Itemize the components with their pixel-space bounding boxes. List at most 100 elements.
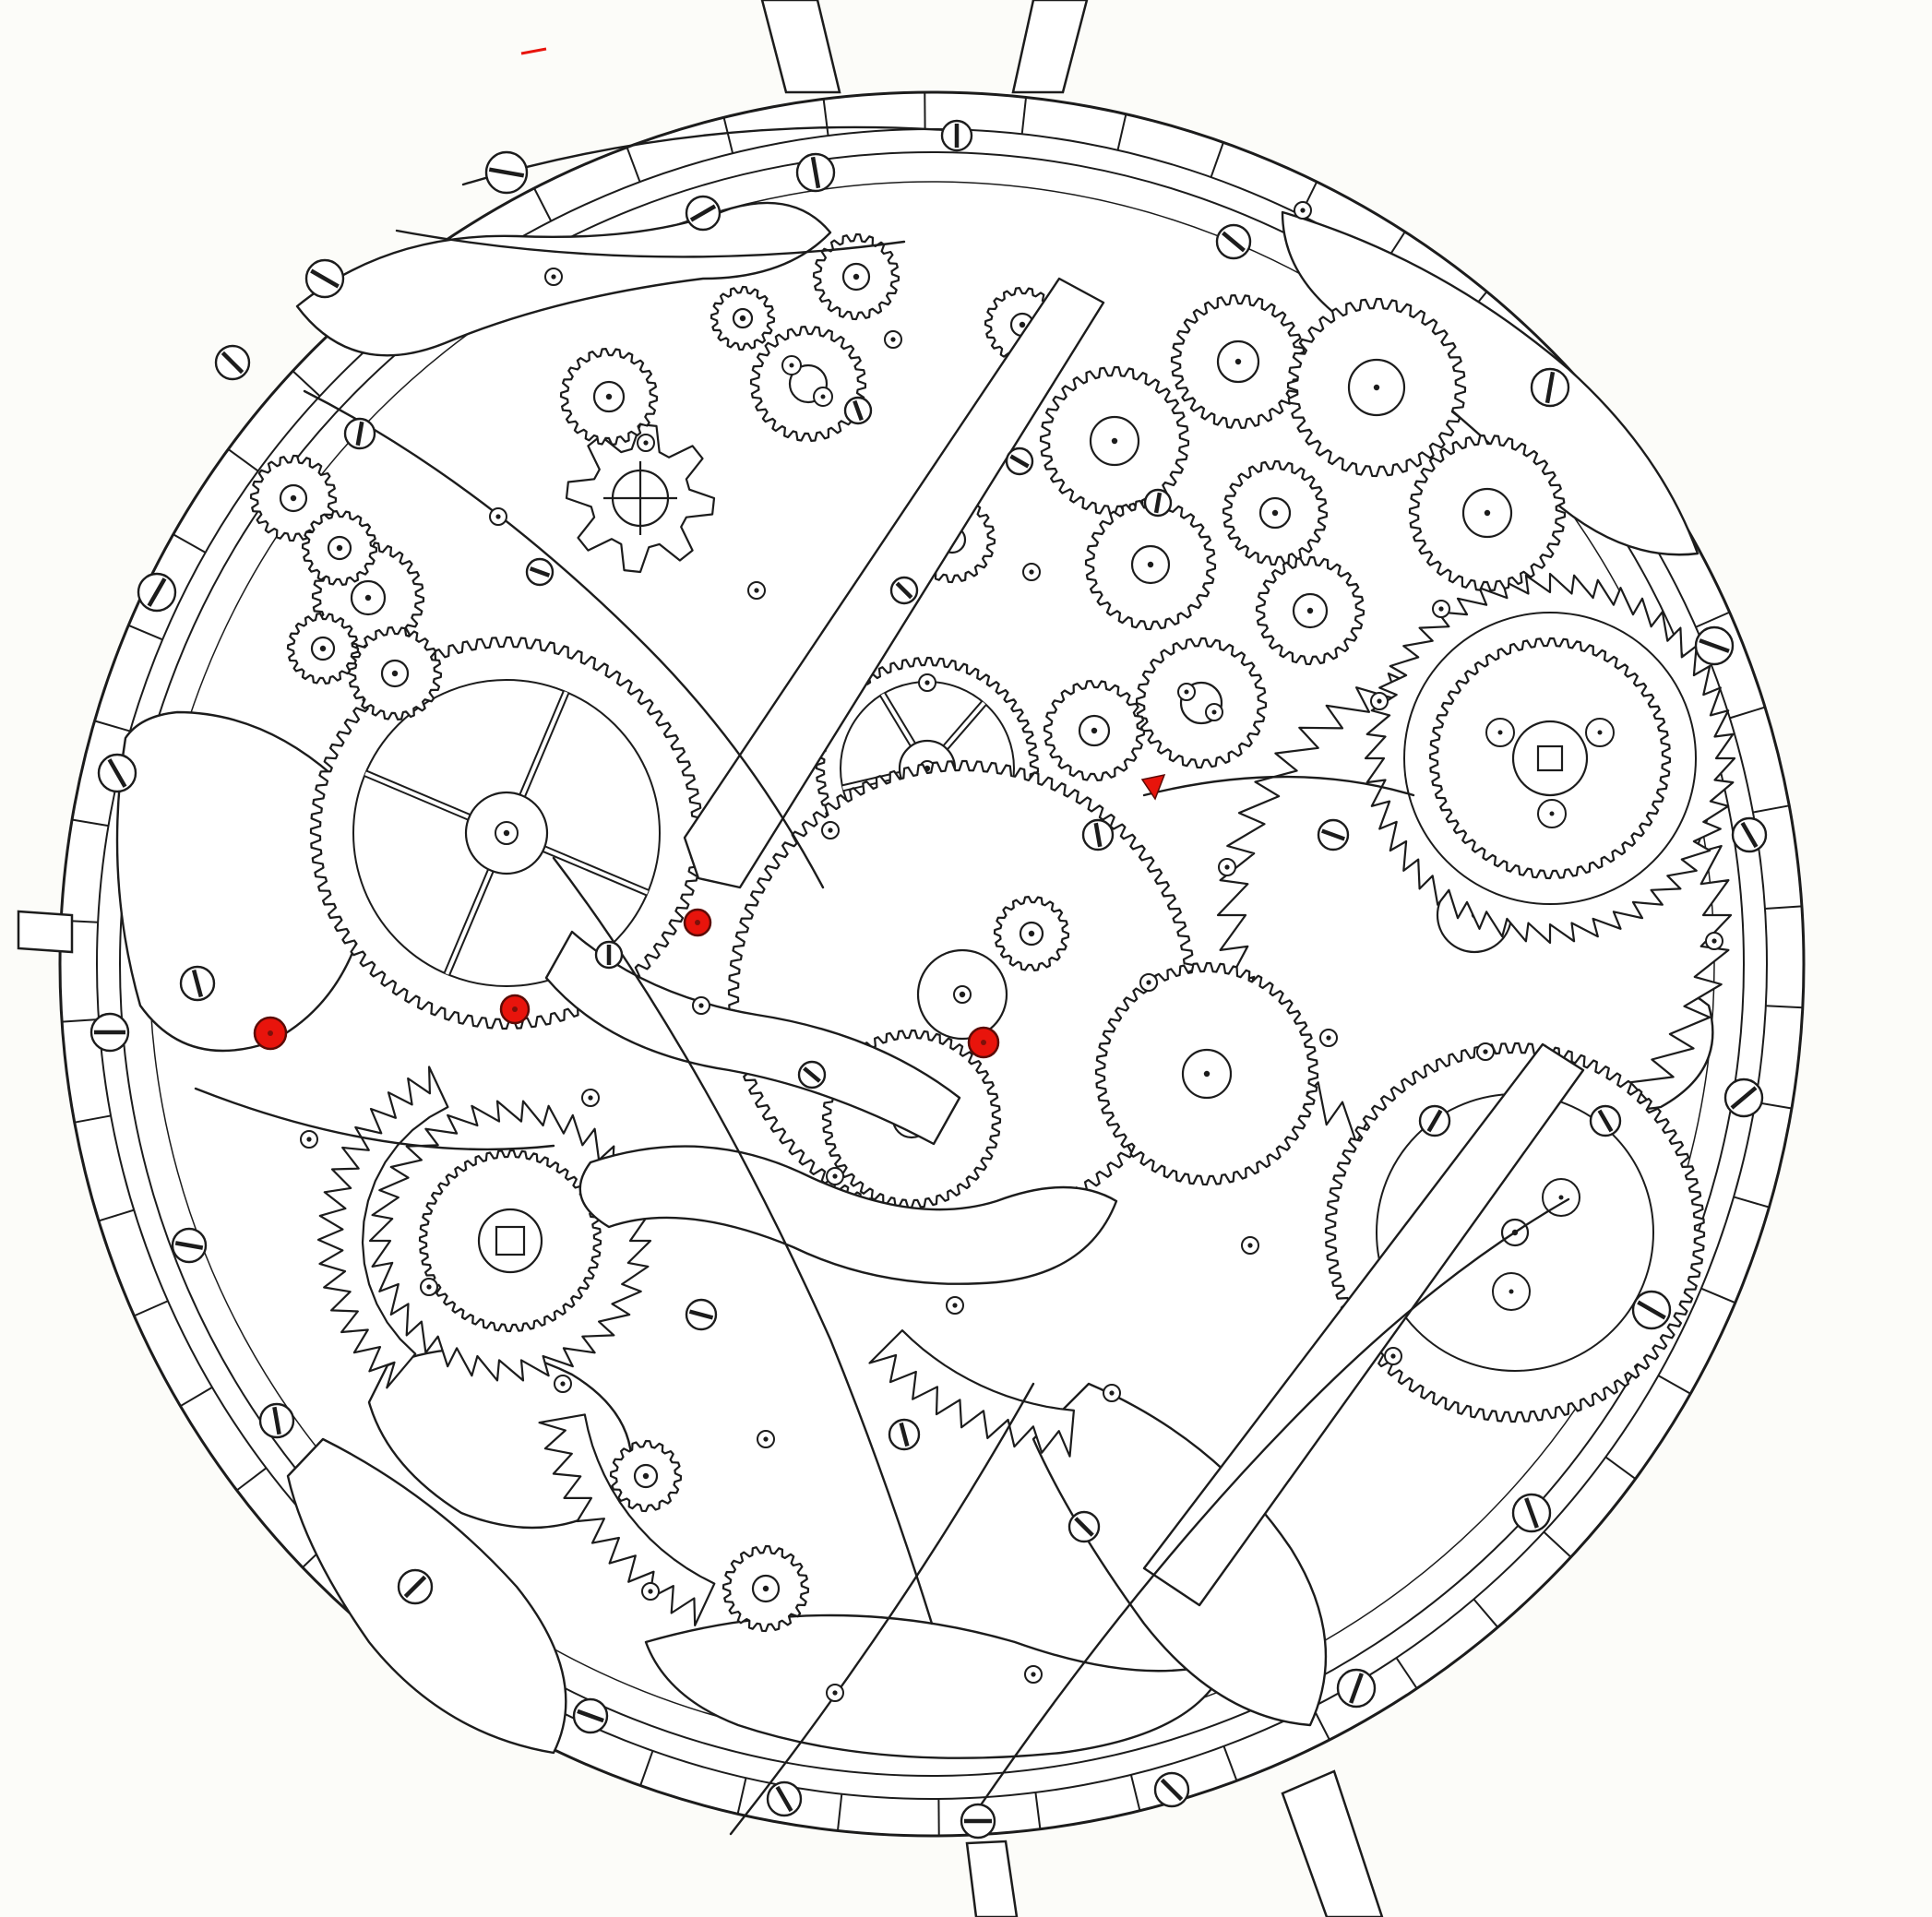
pivot-dot xyxy=(643,440,649,446)
rim-segment xyxy=(62,1018,100,1023)
spring-wire xyxy=(978,1197,1570,1808)
screw-slot xyxy=(191,969,204,998)
gear-spoke-inner xyxy=(364,771,471,819)
screw-slot xyxy=(1730,1086,1758,1110)
pivot-dot xyxy=(1031,1672,1036,1677)
rim-segment xyxy=(1034,1792,1042,1829)
screw-slot xyxy=(272,1406,281,1435)
rim-segment xyxy=(1729,706,1766,720)
pivot-dot xyxy=(952,1303,958,1308)
gear-pivot-dot xyxy=(1203,1070,1210,1078)
screw-slot xyxy=(899,1422,910,1447)
gear-pivot-dot xyxy=(1111,437,1118,445)
rim-segment xyxy=(133,1300,169,1317)
pivot-dot xyxy=(306,1137,312,1142)
screw-slot xyxy=(1321,828,1345,841)
screw-slot xyxy=(810,156,821,189)
spring-wire xyxy=(1142,775,1415,797)
rim-segment xyxy=(1764,905,1802,910)
red-registration-tick xyxy=(520,47,547,55)
lever-overlay xyxy=(578,1145,1118,1285)
pivot-dot xyxy=(1377,698,1382,704)
gear-square-arbor xyxy=(495,1225,526,1256)
gear-pivot-dot xyxy=(1091,727,1098,734)
rim-segment xyxy=(179,1387,213,1408)
gear-pivot-dot xyxy=(642,1472,650,1480)
rim-segment xyxy=(94,720,131,732)
screw-slot xyxy=(689,204,717,222)
screw-slot xyxy=(1699,638,1730,653)
gear-pivot-dot xyxy=(1028,930,1035,937)
screw-slot xyxy=(355,421,364,447)
gear-spoke-inner xyxy=(944,701,986,749)
screw-slot xyxy=(1009,454,1030,469)
pivot-dot xyxy=(1109,1390,1115,1396)
screw-slot xyxy=(1426,1109,1443,1133)
rim-segment xyxy=(173,533,207,554)
screw-slot xyxy=(688,1309,714,1320)
screw-slot xyxy=(529,566,551,577)
pivot-dot xyxy=(1483,1049,1488,1054)
screw-slot xyxy=(1153,492,1163,514)
gear-spoke-inner xyxy=(543,847,649,895)
gear-pivot-dot xyxy=(1147,561,1154,568)
pivot-dot xyxy=(1438,606,1444,612)
winding-stem xyxy=(1011,0,1089,94)
rim-segment xyxy=(626,147,641,183)
lever xyxy=(295,201,832,357)
screw-slot xyxy=(1349,1673,1364,1704)
gear-pin-dot xyxy=(789,363,794,368)
rim-segment xyxy=(1020,97,1028,135)
rim-segment xyxy=(533,187,553,222)
gear-pivot-dot xyxy=(503,829,510,837)
screw-slot xyxy=(803,1066,821,1083)
pivot-dot xyxy=(426,1284,432,1290)
gear-spoke-inner xyxy=(445,869,493,975)
spring-wire xyxy=(552,856,934,1625)
gear-pin-dot xyxy=(1597,730,1603,735)
gear-pivot-dot xyxy=(1271,509,1279,517)
gear-pin-dot xyxy=(1558,1195,1564,1200)
pivot-dot xyxy=(1029,569,1034,575)
red-pointer xyxy=(1140,773,1166,801)
pivot-dot xyxy=(890,337,896,342)
rim-segment xyxy=(639,1750,654,1786)
gear-pivot-dot xyxy=(1234,358,1242,365)
lever xyxy=(115,710,370,1053)
rim-segment xyxy=(1657,1375,1691,1395)
pivot-dot xyxy=(828,828,833,833)
screw-slot xyxy=(1597,1109,1614,1133)
screw-slot xyxy=(488,167,525,178)
winding-stem xyxy=(760,0,841,94)
rim-segment xyxy=(236,1467,268,1492)
pivot-dot xyxy=(1326,1035,1331,1041)
rim-segment xyxy=(1210,142,1224,178)
screw-slot xyxy=(174,1241,204,1250)
ruby-jewel-center xyxy=(981,1040,986,1045)
spring-wire xyxy=(194,1087,555,1151)
pivot-dot xyxy=(763,1436,769,1442)
lever-overlay xyxy=(1142,1042,1585,1607)
rim-segment xyxy=(98,1209,135,1222)
gear-pivot-dot xyxy=(853,273,860,280)
rim-segment xyxy=(1733,1196,1770,1209)
rim-segment xyxy=(1543,1530,1572,1558)
rim-segment xyxy=(292,370,321,398)
gear-ring xyxy=(352,679,661,987)
screw-slot xyxy=(1637,1300,1666,1320)
gear-pin-dot xyxy=(1184,689,1189,695)
screw-slot xyxy=(775,1785,793,1813)
rim-segment xyxy=(722,117,734,154)
toothed-rack xyxy=(868,1329,1075,1458)
gear-pivot-dot xyxy=(1484,509,1491,517)
rim-segment xyxy=(822,99,829,137)
gear-pin-dot xyxy=(820,394,826,399)
winding-stem xyxy=(17,910,74,954)
pivot-dot xyxy=(551,274,556,280)
gear-ring xyxy=(1403,612,1697,905)
pivot-dot xyxy=(698,1003,704,1008)
pivot-dot xyxy=(1224,864,1230,870)
screw-slot xyxy=(1074,1517,1094,1537)
pivot-dot xyxy=(1711,938,1717,944)
